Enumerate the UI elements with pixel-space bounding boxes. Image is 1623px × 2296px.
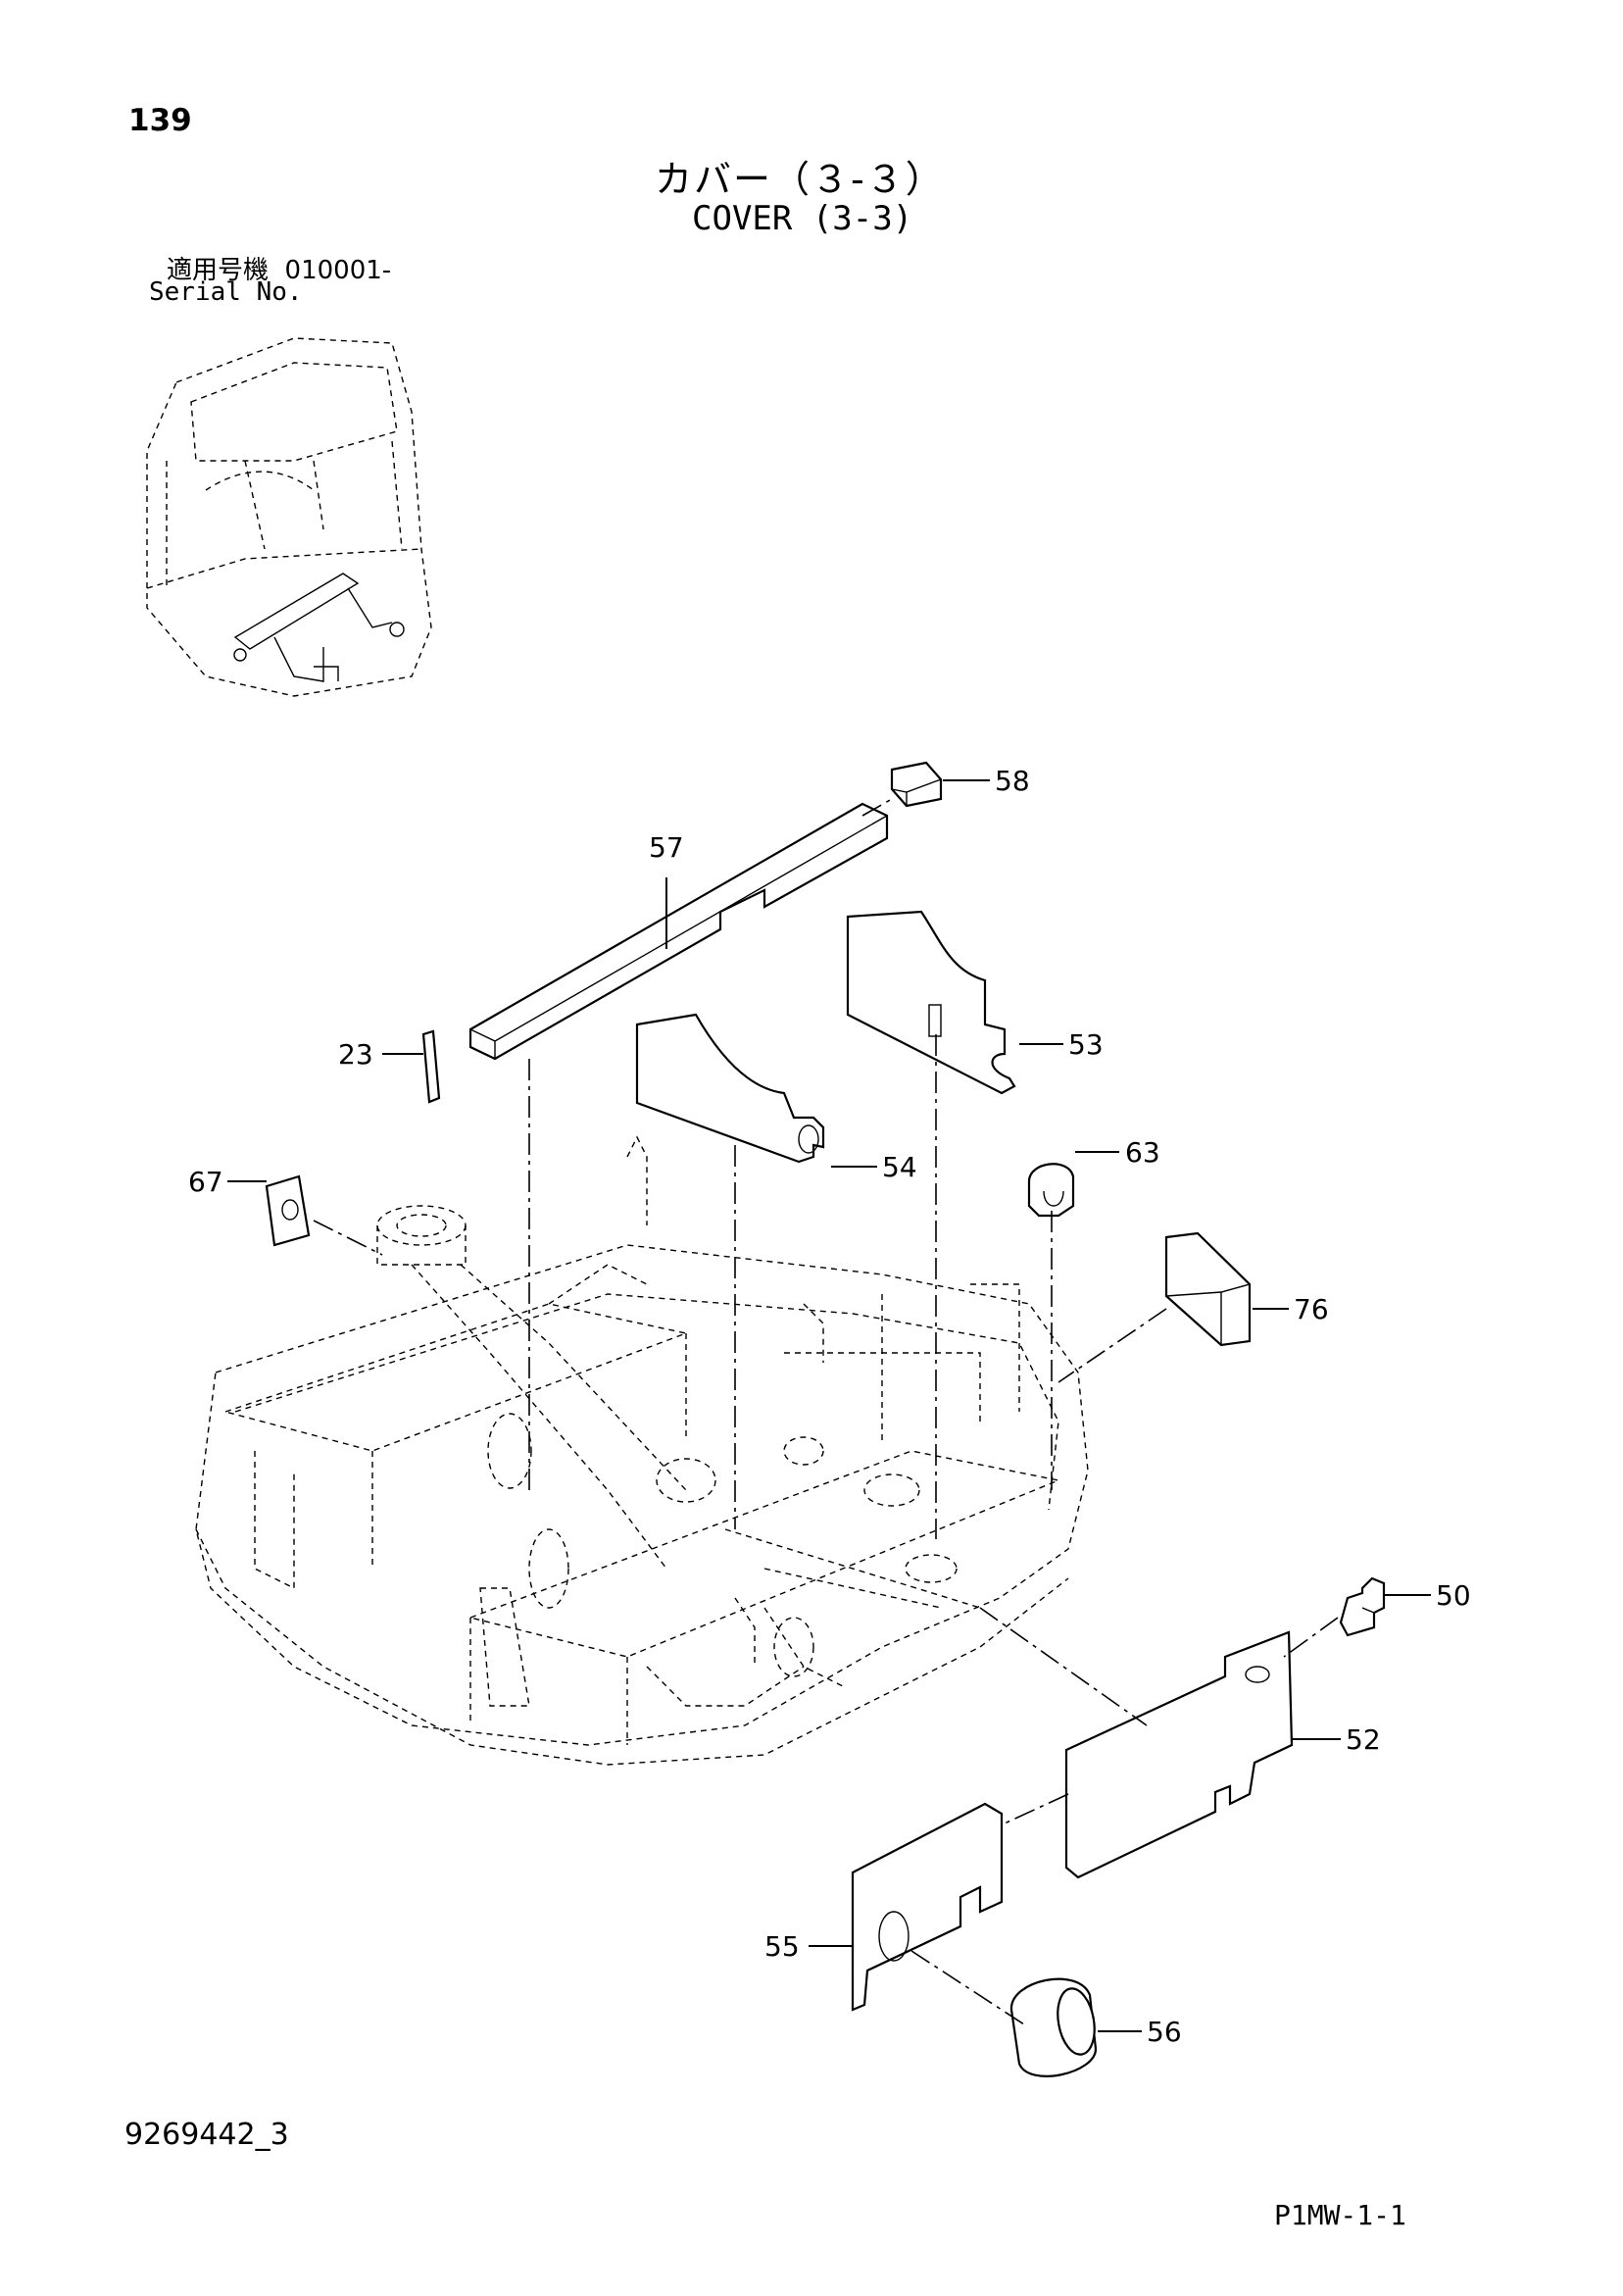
part-50-bracket bbox=[1339, 1576, 1386, 1637]
part-52-plate bbox=[1064, 1630, 1294, 1879]
title-english: COVER (3-3) bbox=[692, 199, 913, 238]
page-number: 139 bbox=[128, 103, 192, 138]
callout-52: 52 bbox=[1346, 1723, 1381, 1756]
callout-53: 53 bbox=[1068, 1028, 1104, 1061]
part-53-plate bbox=[846, 910, 1016, 1095]
callout-23: 23 bbox=[338, 1038, 373, 1071]
callout-50: 50 bbox=[1436, 1579, 1471, 1612]
document-code: 9269442_3 bbox=[124, 2118, 289, 2152]
part-58-block bbox=[890, 761, 943, 808]
part-55-plate bbox=[851, 1802, 1004, 2012]
callout-63: 63 bbox=[1125, 1136, 1160, 1169]
callout-55: 55 bbox=[764, 1930, 800, 1963]
part-57-long-bar bbox=[468, 802, 889, 1061]
serial-label-english: Serial No. bbox=[149, 277, 303, 307]
part-76-pad bbox=[1164, 1231, 1252, 1347]
callout-leaders bbox=[227, 779, 1431, 2032]
assembly-lines bbox=[313, 798, 1339, 2025]
part-23-pin bbox=[421, 1029, 441, 1104]
callout-56: 56 bbox=[1147, 2016, 1182, 2048]
callout-54: 54 bbox=[882, 1151, 917, 1183]
serial-label-jp-text: 適用号機 bbox=[167, 256, 270, 285]
callout-58: 58 bbox=[995, 765, 1030, 797]
part-63-cap bbox=[1027, 1163, 1075, 1218]
part-67-washer bbox=[265, 1174, 311, 1247]
part-54-plate bbox=[635, 1013, 825, 1164]
title-japanese: カバー（３-３） bbox=[655, 158, 945, 201]
callout-labels: 58 57 23 53 54 67 63 76 50 52 55 56 bbox=[188, 765, 1471, 2048]
callout-57: 57 bbox=[649, 831, 684, 864]
callout-67: 67 bbox=[188, 1166, 223, 1198]
serial-number-value: 010001- bbox=[284, 256, 392, 285]
part-56-sleeve bbox=[1009, 1977, 1098, 2077]
page-code: P1MW-1-1 bbox=[1274, 2199, 1406, 2231]
machine-overview-thumbnail bbox=[146, 337, 432, 697]
callout-76: 76 bbox=[1294, 1293, 1329, 1325]
upperstructure-frame bbox=[195, 1135, 1089, 1766]
serial-label-japanese: 適用号機 010001- bbox=[167, 250, 391, 286]
